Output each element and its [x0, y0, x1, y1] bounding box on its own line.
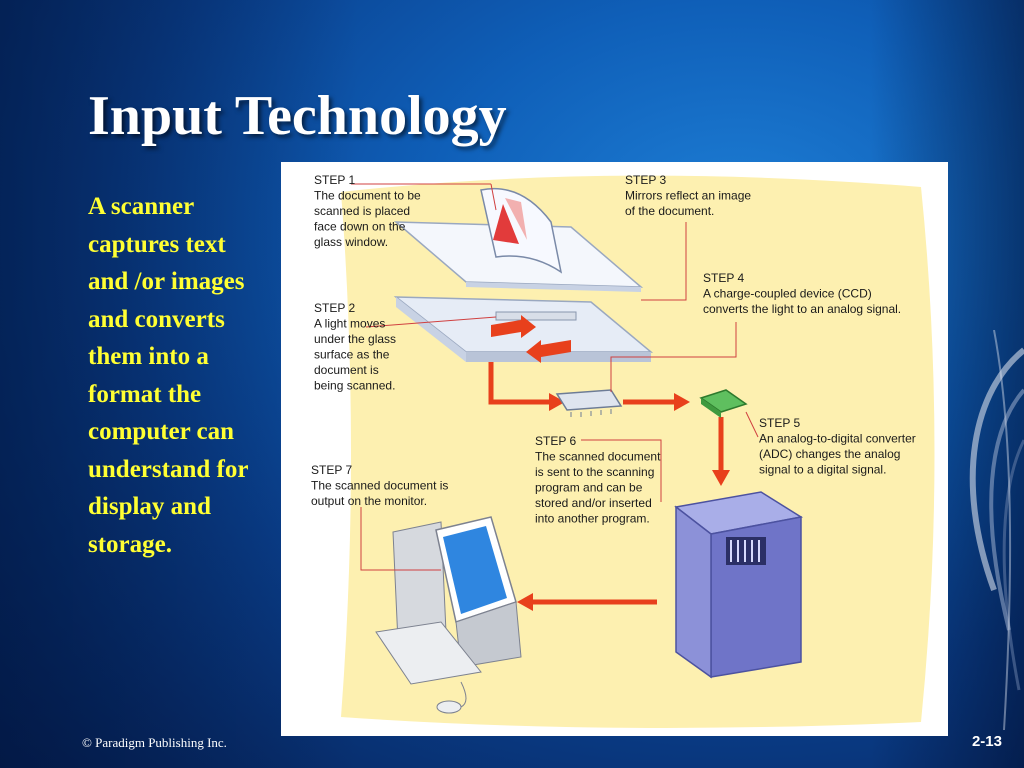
step-line: is sent to the scanning [535, 465, 654, 479]
step-label: STEP 1 [314, 173, 355, 187]
step-line: The scanned document [535, 450, 661, 464]
step-line: converts the light to an analog signal. [703, 302, 901, 316]
step-line: signal to a digital signal. [759, 463, 886, 477]
step-label: STEP 4 [703, 271, 744, 285]
slide-title: Input Technology [88, 85, 507, 147]
step-line: under the glass [314, 332, 396, 346]
decorative-swirl [969, 330, 1024, 730]
step-label: STEP 5 [759, 416, 800, 430]
step-line: The document to be [314, 189, 421, 203]
step-line: into another program. [535, 512, 650, 526]
step-line: face down on the [314, 220, 406, 234]
step-label: STEP 6 [535, 434, 576, 448]
step-line: program and can be [535, 481, 643, 495]
step-label: STEP 7 [311, 463, 352, 477]
step-label: STEP 2 [314, 301, 355, 315]
step-line: The scanned document is [311, 479, 448, 493]
step-line: output on the monitor. [311, 494, 427, 508]
step-line: An analog-to-digital converter [759, 432, 916, 446]
scanner-illustration [393, 187, 654, 362]
step-line: A light moves [314, 317, 385, 331]
step-4-text: STEP 4 A charge-coupled device (CCD)conve… [703, 271, 901, 316]
page-number: 2-13 [971, 733, 1002, 750]
computer-tower [674, 491, 804, 679]
light-motion-arrows [491, 315, 571, 363]
step-line: stored and/or inserted [535, 496, 652, 510]
step-line: of the document. [625, 204, 714, 218]
callout-lines [351, 183, 759, 571]
step-5-text: STEP 5 An analog-to-digital converter(ADC… [759, 416, 916, 477]
step-line: A charge-coupled device (CCD) [703, 287, 872, 301]
step-line: surface as the [314, 348, 390, 362]
step-line: being scanned. [314, 379, 395, 393]
copyright-footer: © Paradigm Publishing Inc. [82, 735, 227, 750]
step-line: Mirrors reflect an image [625, 189, 751, 203]
step-line: scanned is placed [314, 204, 410, 218]
ccd-chip [555, 389, 623, 417]
monitor-illustration [375, 516, 522, 714]
slide-body-text: A scanner captures text and /or images a… [88, 193, 248, 558]
step-label: STEP 3 [625, 173, 666, 187]
step-line: document is [314, 363, 379, 377]
step-line: (ADC) changes the analog [759, 447, 900, 461]
step-line: glass window. [314, 235, 388, 249]
flow-arrows [488, 362, 730, 611]
adc-chip [699, 389, 748, 418]
